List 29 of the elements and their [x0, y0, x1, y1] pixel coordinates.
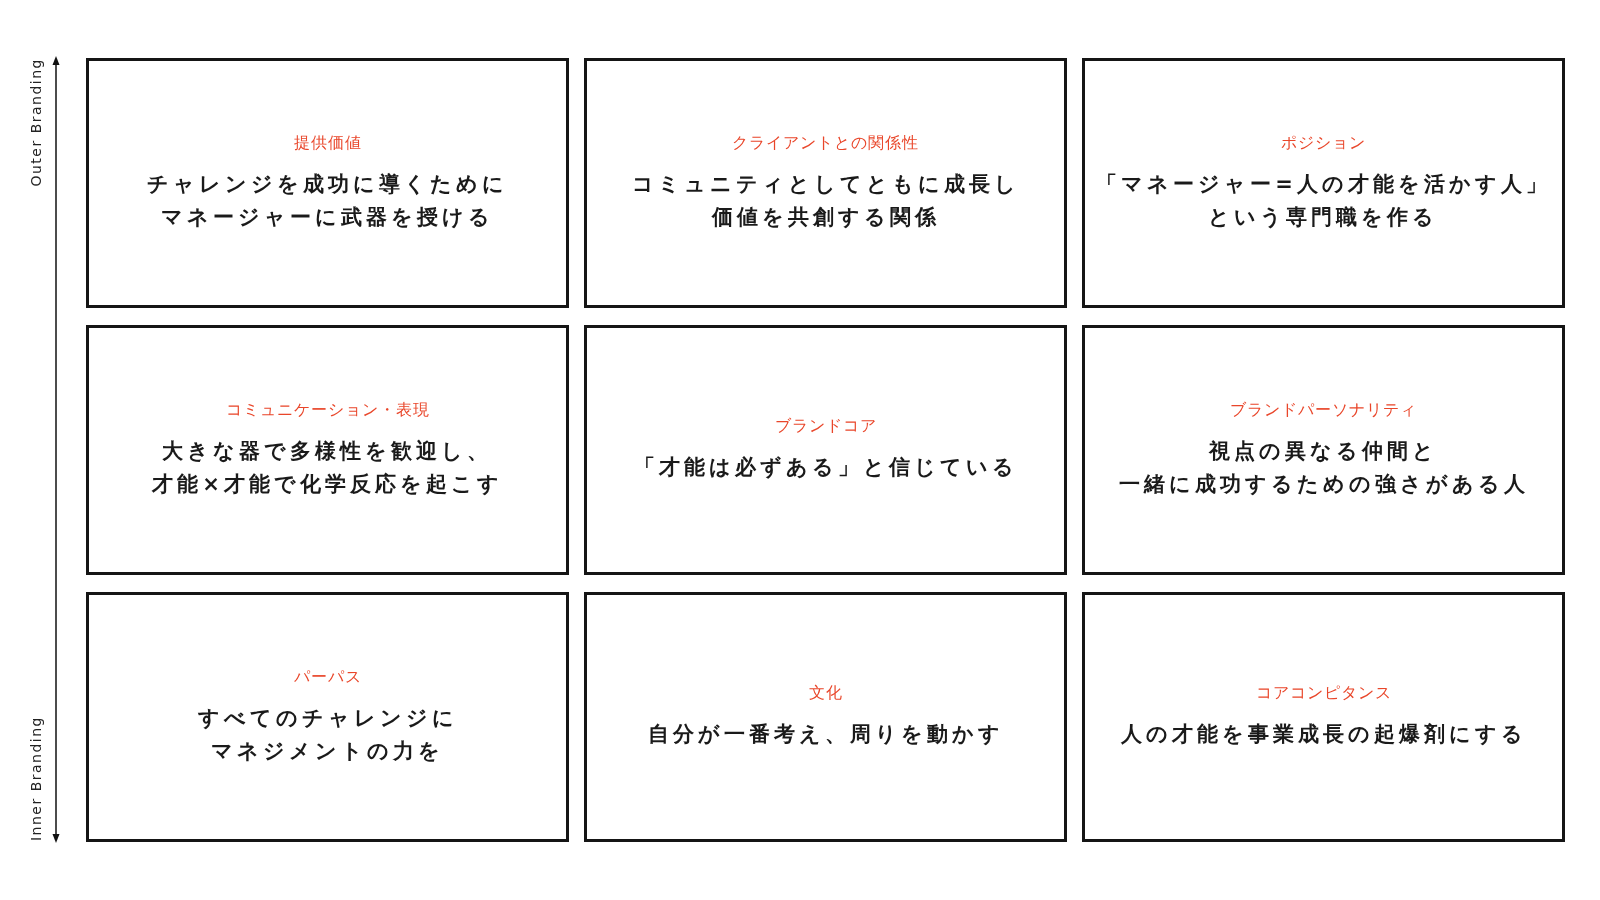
- quadrant-box: [584, 325, 1067, 575]
- box-heading: ブランドコア: [774, 416, 877, 436]
- box-heading: パーパス: [293, 666, 362, 687]
- quadrant-box: [1082, 325, 1565, 575]
- box-heading: コミュニケーション・表現: [225, 399, 430, 420]
- quadrant-box: [584, 592, 1067, 842]
- box-text: 人の才能を事業成長の起爆剤にする: [1120, 721, 1527, 748]
- box-text: すべてのチャレンジにマネジメントの力を: [197, 704, 458, 765]
- quadrant-box: [1082, 592, 1565, 842]
- axis-label: Inner Branding: [27, 715, 45, 841]
- box-heading: ブランドパーソナリティ: [1230, 399, 1417, 420]
- box-text: 「マネージャー=人の才能を活かす人」という専門職を作る: [1096, 170, 1551, 231]
- box-text: 「才能は必ずある」と信じている: [633, 454, 1018, 481]
- box-text: 視点の異なる仲間と一緒に成功するための強さがある人: [1118, 437, 1529, 498]
- quadrant-box: [584, 58, 1067, 308]
- quadrant-box: [86, 58, 569, 308]
- quadrant-box: [86, 325, 569, 575]
- box-heading: 提供価値: [293, 132, 362, 153]
- box-heading: クライアントとの関係性: [732, 132, 919, 153]
- box-text: コミュニティとしてともに成長し価値を共創する関係: [631, 170, 1020, 231]
- axis-label: Outer Branding: [27, 58, 45, 187]
- quadrant-box: [86, 592, 569, 842]
- box-text: チャレンジを成功に導くためにマネージャーに武器を授ける: [147, 170, 508, 231]
- box-heading: ポジション: [1281, 132, 1366, 153]
- box-text: 大きな器で多様性を歓迎し、才能×才能で化学反応を起こす: [152, 437, 503, 498]
- quadrant-box: [1082, 58, 1565, 308]
- box-heading: コアコンピタンス: [1255, 683, 1392, 703]
- box-heading: 文化: [808, 683, 843, 703]
- box-text: 自分が一番考え、周りを動かす: [647, 721, 1004, 748]
